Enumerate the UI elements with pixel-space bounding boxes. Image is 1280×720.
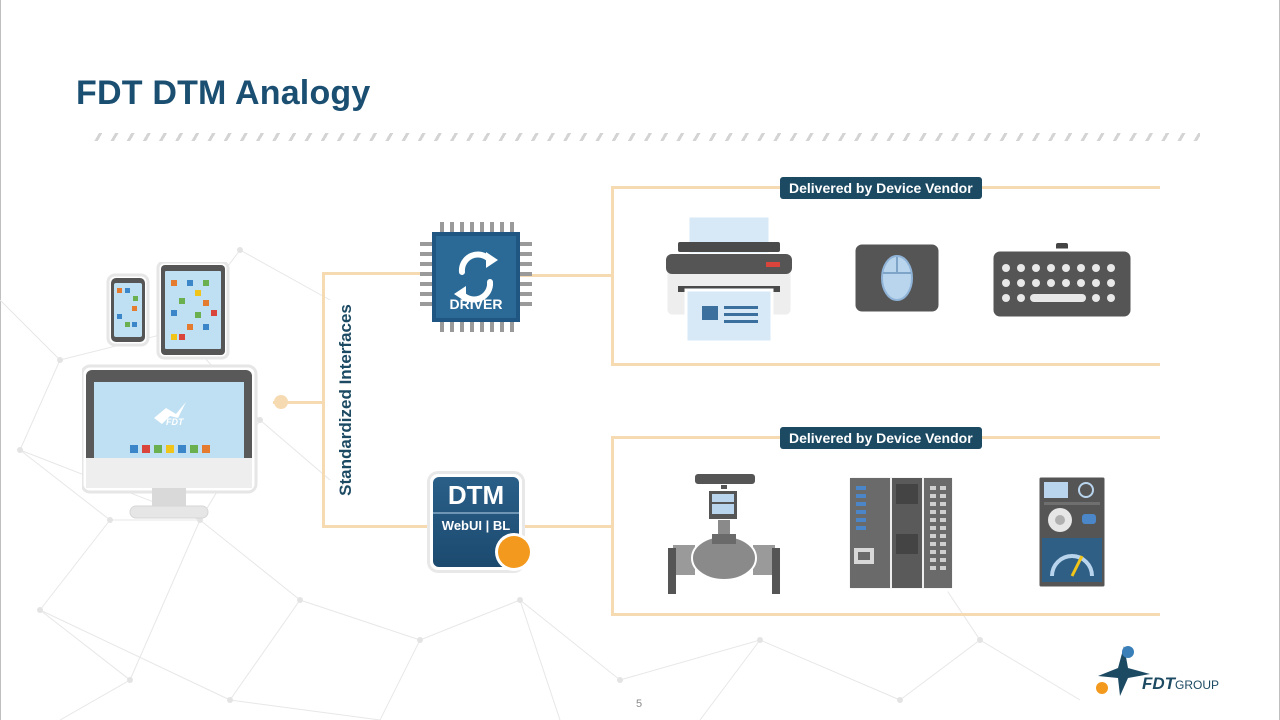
standardized-interfaces-label: Standardized Interfaces (336, 304, 355, 496)
connector-host (273, 401, 325, 404)
tablet-icon (156, 262, 230, 360)
dtm-subtitle: WebUI | BL (441, 518, 511, 533)
bottom-bracket-left (611, 436, 614, 616)
top-vendor-banner: Delivered by Device Vendor (780, 177, 982, 199)
connector-driver-out (520, 274, 614, 277)
valve-icon (668, 472, 780, 594)
slide-border-left (0, 0, 1, 720)
driver-chip: DRIVER (418, 222, 534, 332)
connector-node (274, 395, 288, 409)
mouse-icon (852, 241, 942, 315)
keyboard-icon (990, 243, 1134, 320)
connector-vertical (322, 272, 325, 528)
monitor-brand-text: FDT (166, 417, 184, 427)
logo-brand: FDT (1142, 674, 1176, 693)
host-devices (82, 262, 258, 519)
title-divider (92, 133, 1200, 141)
slide-title: FDT DTM Analogy (76, 74, 371, 112)
connector-to-dtm (322, 525, 432, 528)
top-bracket-bottom (611, 363, 1160, 366)
bottom-vendor-banner: Delivered by Device Vendor (780, 427, 982, 449)
chip-icon (420, 222, 532, 332)
driver-label: DRIVER (449, 296, 503, 312)
dtm-divider (433, 512, 519, 514)
plc-icon (846, 474, 956, 592)
page-number: 5 (636, 698, 643, 710)
fdt-group-logo: FDTGROUP (1090, 638, 1250, 698)
bottom-bracket-bottom (611, 613, 1160, 616)
dtm-title: DTM (447, 480, 505, 510)
connector-dtm-out (520, 525, 614, 528)
connector-to-driver (322, 272, 432, 275)
smartphone-icon (106, 273, 150, 347)
printer-icon (664, 214, 794, 344)
drive-controller-icon (1036, 474, 1108, 590)
logo-suffix: GROUP (1175, 678, 1220, 692)
dtm-orange-dot (498, 536, 530, 568)
fdt-star-icon (1096, 646, 1150, 696)
dtm-card: DTM WebUI | BL (430, 474, 530, 570)
top-bracket-left (611, 186, 614, 366)
desktop-monitor-icon (82, 364, 258, 519)
